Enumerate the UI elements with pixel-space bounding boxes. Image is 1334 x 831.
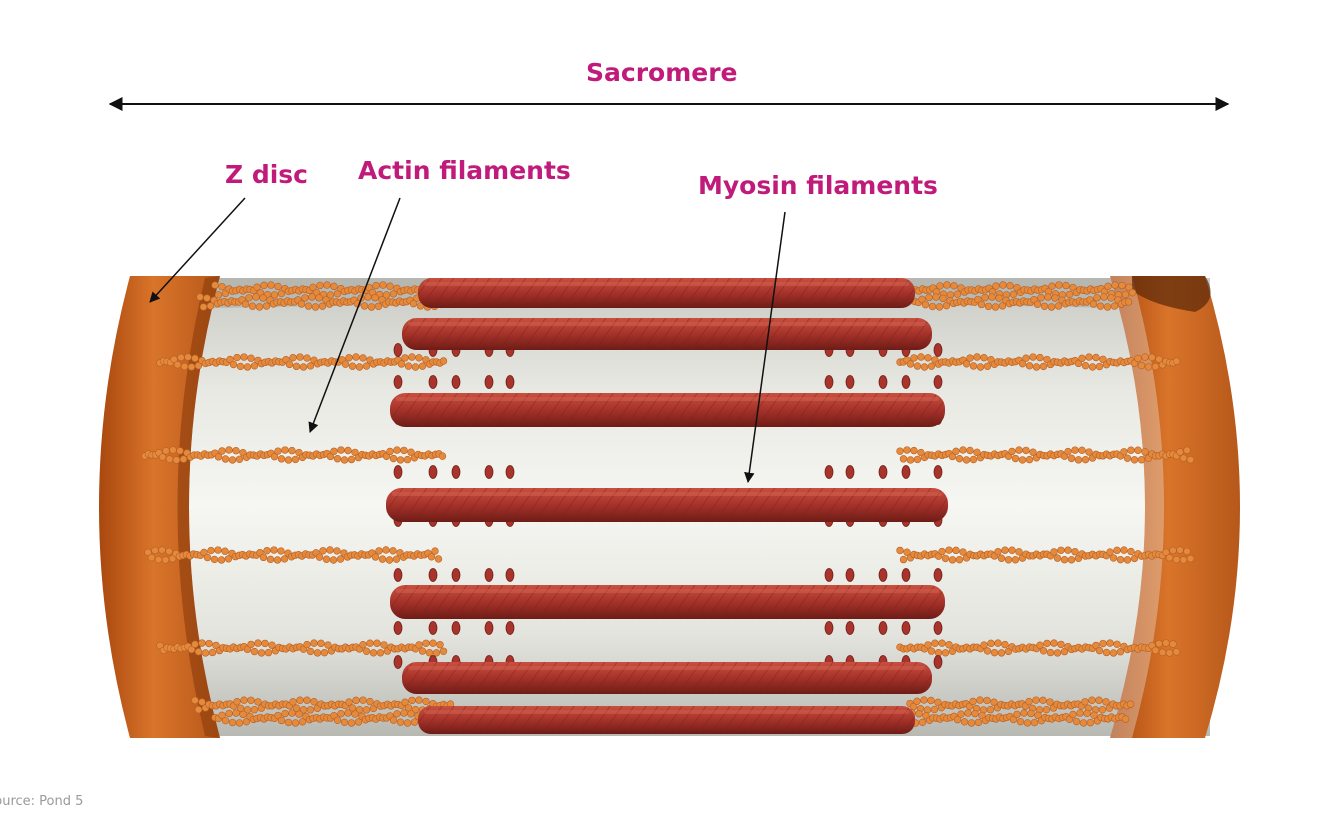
myosin-filament — [390, 393, 945, 427]
myosin-head — [934, 569, 942, 582]
myosin-head — [879, 466, 887, 479]
sarcomere-label: Sacromere — [586, 58, 738, 88]
myosin-head — [934, 622, 942, 635]
myosin-head — [825, 622, 833, 635]
myosin-filament — [386, 488, 948, 522]
myosin-head — [846, 622, 854, 635]
myosin-head — [394, 466, 402, 479]
myosin-head — [506, 376, 514, 389]
myosin-filament — [418, 278, 915, 308]
myosin-head — [846, 376, 854, 389]
myosin-head — [934, 344, 942, 357]
myosin-head — [452, 466, 460, 479]
myosin-head — [902, 622, 910, 635]
myosin-head — [429, 376, 437, 389]
myosin-filament — [418, 706, 915, 734]
myosin-head — [429, 569, 437, 582]
myosin-head — [452, 569, 460, 582]
myosin-head — [902, 466, 910, 479]
myosin-head — [485, 466, 493, 479]
myosin-head — [394, 622, 402, 635]
myosin-head — [934, 466, 942, 479]
myosin-head — [485, 569, 493, 582]
myosin-head — [429, 466, 437, 479]
myosin-head — [394, 656, 402, 669]
myosin-filaments-label: Myosin filaments — [698, 171, 938, 201]
myosin-head — [879, 376, 887, 389]
myosin-head — [485, 376, 493, 389]
myosin-head — [846, 466, 854, 479]
myosin-head — [429, 622, 437, 635]
myosin-head — [879, 569, 887, 582]
myosin-head — [825, 376, 833, 389]
myosin-head — [506, 466, 514, 479]
myosin-head — [452, 622, 460, 635]
myosin-head — [934, 376, 942, 389]
myosin-head — [506, 569, 514, 582]
myosin-head — [825, 466, 833, 479]
myosin-head — [485, 622, 493, 635]
myosin-head — [846, 569, 854, 582]
myosin-head — [879, 622, 887, 635]
myosin-head — [902, 376, 910, 389]
myosin-head — [394, 376, 402, 389]
z-disc-label: Z disc — [225, 160, 308, 190]
source-credit: Source: Pond 5 — [0, 794, 83, 809]
myosin-filaments — [386, 278, 948, 734]
myosin-head — [934, 656, 942, 669]
myosin-head — [902, 569, 910, 582]
actin-filaments-label: Actin filaments — [358, 156, 571, 186]
myosin-head — [394, 344, 402, 357]
myosin-head — [394, 569, 402, 582]
myosin-head — [506, 622, 514, 635]
myosin-head — [825, 569, 833, 582]
myosin-filament — [390, 585, 945, 619]
myosin-filament — [402, 318, 932, 350]
myosin-head — [452, 376, 460, 389]
myosin-filament — [402, 662, 932, 694]
